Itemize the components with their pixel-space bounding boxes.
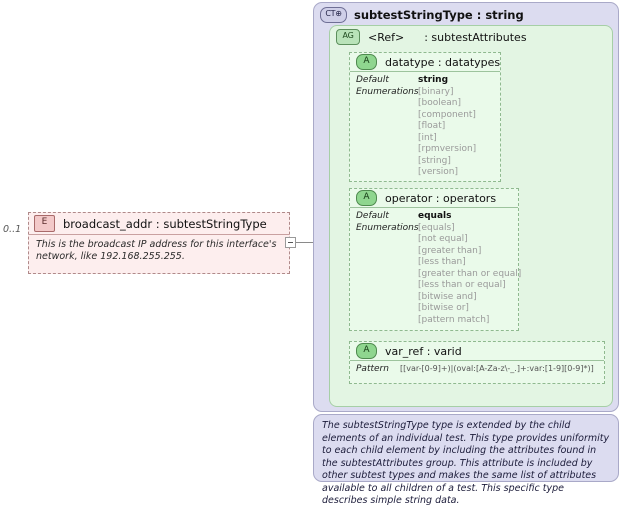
enum-value: [float]: [418, 121, 446, 131]
facet-label-default: Default: [356, 211, 389, 221]
schema-diagram-canvas: 0..1 E broadcast_addr : subtestStringTyp…: [3, 2, 619, 506]
attributegroup-name: : subtestAttributes: [424, 30, 527, 44]
attribute-facets: Default Enumerations equals [equals] [no…: [350, 208, 521, 326]
enum-value: [not equal]: [418, 234, 468, 244]
attribute-header: A operator : operators: [350, 189, 518, 208]
facet-pattern-value: [[var-[0-9]+)|(oval:[A-Za-z\-_.]+:var:[1…: [400, 364, 594, 373]
enum-value: [version]: [418, 167, 458, 177]
attribute-box-var-ref[interactable]: A var_ref : varid Pattern [[var-[0-9]+)|…: [349, 341, 605, 384]
attributegroup-icon[interactable]: AG: [336, 29, 360, 45]
element-cardinality: 0..1: [3, 224, 22, 235]
documentation-text: The subtestStringType type is extended b…: [322, 420, 610, 507]
element-title: broadcast_addr : subtestStringType: [63, 216, 267, 231]
enum-value: [greater than]: [418, 245, 482, 256]
attribute-icon: A: [356, 190, 377, 206]
enum-value: [bitwise and]: [418, 291, 477, 302]
collapse-toggle-icon[interactable]: [285, 237, 296, 248]
facet-value-column: equals [equals] [not equal] [greater tha…: [418, 211, 521, 326]
enum-value: [less than or equal]: [418, 280, 506, 290]
enum-value: [bitwise or]: [418, 303, 469, 313]
facet-default-value: equals: [418, 211, 452, 221]
complextype-header: CT⊕ subtestStringType : string: [314, 5, 618, 25]
attribute-box-operator[interactable]: A operator : operators Default Enumerati…: [349, 188, 521, 331]
facet-label-pattern: Pattern: [356, 364, 389, 374]
attributegroup-ref: <Ref>: [368, 30, 405, 44]
attribute-header: A var_ref : varid: [350, 342, 604, 361]
attribute-icon: A: [356, 343, 377, 359]
attribute-header: A datatype : datatypes: [350, 53, 500, 72]
attribute-title: datatype : datatypes: [385, 55, 501, 69]
element-documentation: This is the broadcast IP address for thi…: [36, 239, 277, 263]
facet-label-default: Default: [356, 75, 389, 85]
element-box-broadcast-addr[interactable]: E broadcast_addr : subtestStringType Thi…: [28, 212, 290, 274]
attribute-facets: Default Enumerations string [binary] [bo…: [350, 72, 500, 179]
connector-line: [296, 242, 314, 243]
facet-label-column: Default Enumerations: [356, 211, 419, 326]
enum-value: [string]: [418, 155, 451, 166]
documentation-panel: The subtestStringType type is extended b…: [313, 414, 619, 506]
facet-value-column: string [binary] [boolean] [component] [f…: [418, 75, 500, 179]
enum-value: [int]: [418, 132, 437, 143]
element-header: E broadcast_addr : subtestStringType: [29, 213, 289, 235]
element-icon: E: [34, 215, 55, 232]
enum-value: [pattern match]: [418, 314, 490, 325]
attribute-icon: A: [356, 54, 377, 70]
enum-value: [binary]: [418, 86, 454, 97]
enum-value: [rpmversion]: [418, 144, 477, 154]
attribute-box-datatype[interactable]: A datatype : datatypes Default Enumerati…: [349, 52, 501, 182]
facet-label-enumerations: Enumerations: [356, 222, 419, 233]
attribute-pattern-row: Pattern [[var-[0-9]+)|(oval:[A-Za-z\-_.]…: [350, 361, 604, 374]
enum-value: [greater than or equal]: [418, 268, 522, 279]
attributegroup-header: AG <Ref> : subtestAttributes: [330, 27, 612, 47]
facet-default-value: string: [418, 75, 449, 85]
complextype-icon[interactable]: CT⊕: [320, 7, 347, 23]
facet-label-enumerations: Enumerations: [356, 86, 419, 97]
enum-value: [boolean]: [418, 98, 462, 108]
enum-value: [equals]: [418, 222, 455, 233]
facet-label-column: Default Enumerations: [356, 75, 419, 179]
attribute-title: operator : operators: [385, 191, 497, 205]
enum-value: [less than]: [418, 257, 466, 267]
attribute-title: var_ref : varid: [385, 344, 462, 358]
enum-value: [component]: [418, 109, 476, 120]
complextype-title: subtestStringType : string: [354, 8, 524, 22]
